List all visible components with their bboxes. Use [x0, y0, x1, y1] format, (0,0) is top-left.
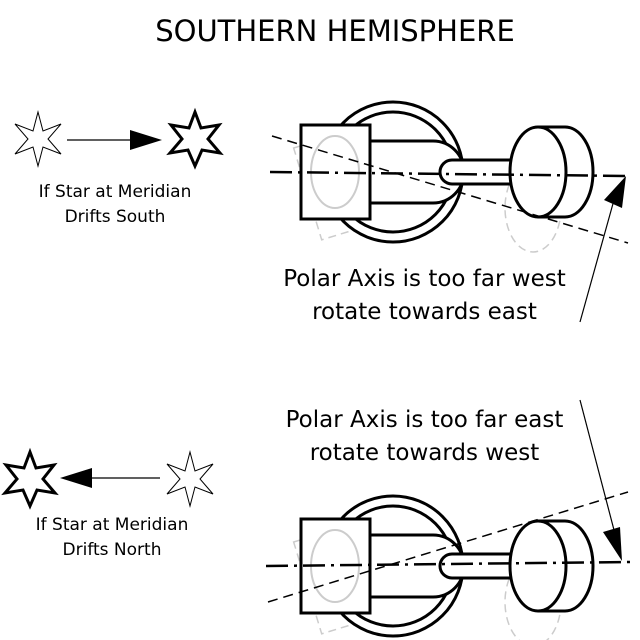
top-mount-drawing: [269, 100, 629, 323]
star-outline-icon: [14, 110, 62, 168]
page-title: SOUTHERN HEMISPHERE: [155, 14, 515, 48]
arrow-left-icon: [60, 468, 92, 488]
caption-line: If Star at Meridian: [35, 515, 189, 535]
bottom-mount-drawing: [265, 399, 631, 640]
note-line: rotate towards east: [312, 299, 537, 325]
arrow-up-icon: [604, 176, 626, 208]
caption-line: If Star at Meridian: [38, 182, 192, 202]
note-line: Polar Axis is too far east: [285, 407, 564, 433]
arrow-down-icon: [603, 527, 622, 561]
bottom-note: Polar Axis is too far east rotate toward…: [282, 404, 567, 470]
top-star-caption: If Star at Meridian Drifts South: [15, 180, 215, 230]
note-line: rotate towards west: [309, 440, 540, 466]
arrow-right-icon: [130, 130, 162, 150]
bottom-star-caption: If Star at Meridian Drifts North: [12, 513, 212, 563]
star-outline-icon: [166, 450, 214, 508]
star-bold-icon: [1, 447, 59, 510]
top-note: Polar Axis is too far west rotate toward…: [282, 263, 567, 329]
star-bold-icon: [166, 107, 224, 170]
note-line: Polar Axis is too far west: [283, 266, 566, 292]
caption-line: Drifts North: [62, 540, 162, 560]
caption-line: Drifts South: [64, 207, 166, 227]
